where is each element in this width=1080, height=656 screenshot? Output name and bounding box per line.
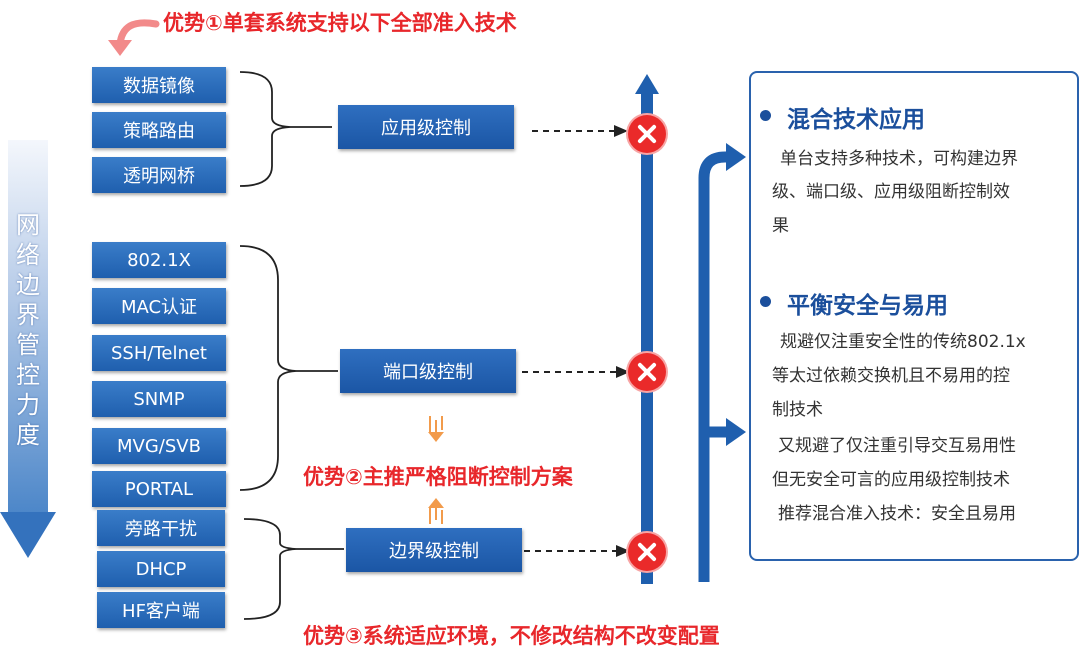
down-arrows-icon bbox=[428, 416, 444, 442]
control-strength-arrow bbox=[8, 140, 48, 512]
curved-arrow-icon bbox=[108, 19, 160, 56]
app-level-control: 应用级控制 bbox=[338, 105, 514, 149]
block-x-icon bbox=[628, 115, 666, 153]
side-label: 网 络 边 界 管 控 力 度 bbox=[14, 210, 42, 450]
tech-8021x: 802.1X bbox=[92, 242, 226, 278]
advantage-3-title: 优势③系统适应环境，不修改结构不改变配置 bbox=[303, 624, 720, 648]
tech-mac-auth: MAC认证 bbox=[92, 288, 226, 324]
section1-heading: 混合技术应用 bbox=[787, 107, 925, 133]
advantage-2-title: 优势②主推严格阻断控制方案 bbox=[303, 465, 573, 489]
section2-line: 规避仅注重安全性的传统802.1x bbox=[780, 332, 1026, 352]
tech-dhcp: DHCP bbox=[97, 551, 225, 587]
side-char: 网 bbox=[16, 211, 40, 239]
summary-panel bbox=[749, 71, 1079, 561]
side-char: 力 bbox=[16, 391, 40, 419]
tech-portal: PORTAL bbox=[92, 471, 226, 507]
control-axis-line bbox=[641, 92, 653, 584]
tech-data-mirror: 数据镜像 bbox=[92, 67, 226, 103]
section1-line: 单台支持多种技术，可构建边界 bbox=[780, 149, 1018, 169]
section2-line: 但无安全可言的应用级控制技术 bbox=[772, 470, 1010, 490]
tech-mvg-svb: MVG/SVB bbox=[92, 428, 226, 464]
port-level-control: 端口级控制 bbox=[340, 349, 516, 393]
up-arrow-icon bbox=[635, 74, 659, 94]
tech-snmp: SNMP bbox=[92, 381, 226, 417]
side-char: 度 bbox=[16, 421, 40, 449]
side-char: 络 bbox=[16, 241, 40, 269]
section2-heading: 平衡安全与易用 bbox=[787, 293, 948, 319]
bullet-icon bbox=[760, 110, 771, 121]
block-x-icon bbox=[628, 353, 666, 391]
tech-hf-client: HF客户端 bbox=[97, 592, 225, 628]
side-char: 控 bbox=[16, 361, 40, 389]
tech-bypass-interference: 旁路干扰 bbox=[97, 510, 225, 546]
block-x-icon bbox=[628, 533, 666, 571]
bullet-icon bbox=[760, 296, 771, 307]
section2-line: 推荐混合准入技术：安全且易用 bbox=[778, 504, 1016, 524]
section2-line: 又规避了仅注重引导交互易用性 bbox=[778, 436, 1016, 456]
up-arrows-icon bbox=[428, 498, 444, 524]
section2-line: 等太过依赖交换机且不易用的控 bbox=[772, 366, 1010, 386]
border-level-control: 边界级控制 bbox=[346, 528, 522, 572]
section2-line: 制技术 bbox=[772, 400, 823, 420]
tech-policy-routing: 策略路由 bbox=[92, 112, 226, 148]
tech-ssh-telnet: SSH/Telnet bbox=[92, 335, 226, 371]
side-char: 界 bbox=[16, 301, 40, 329]
section1-line: 果 bbox=[772, 216, 789, 236]
section1-line: 级、端口级、应用级阻断控制效 bbox=[772, 182, 1010, 202]
side-char: 管 bbox=[16, 331, 40, 359]
tech-transparent-bridge: 透明网桥 bbox=[92, 157, 226, 193]
down-arrow-icon bbox=[0, 512, 56, 558]
advantage-1-title: 优势①单套系统支持以下全部准入技术 bbox=[163, 11, 517, 35]
side-char: 边 bbox=[16, 271, 40, 299]
